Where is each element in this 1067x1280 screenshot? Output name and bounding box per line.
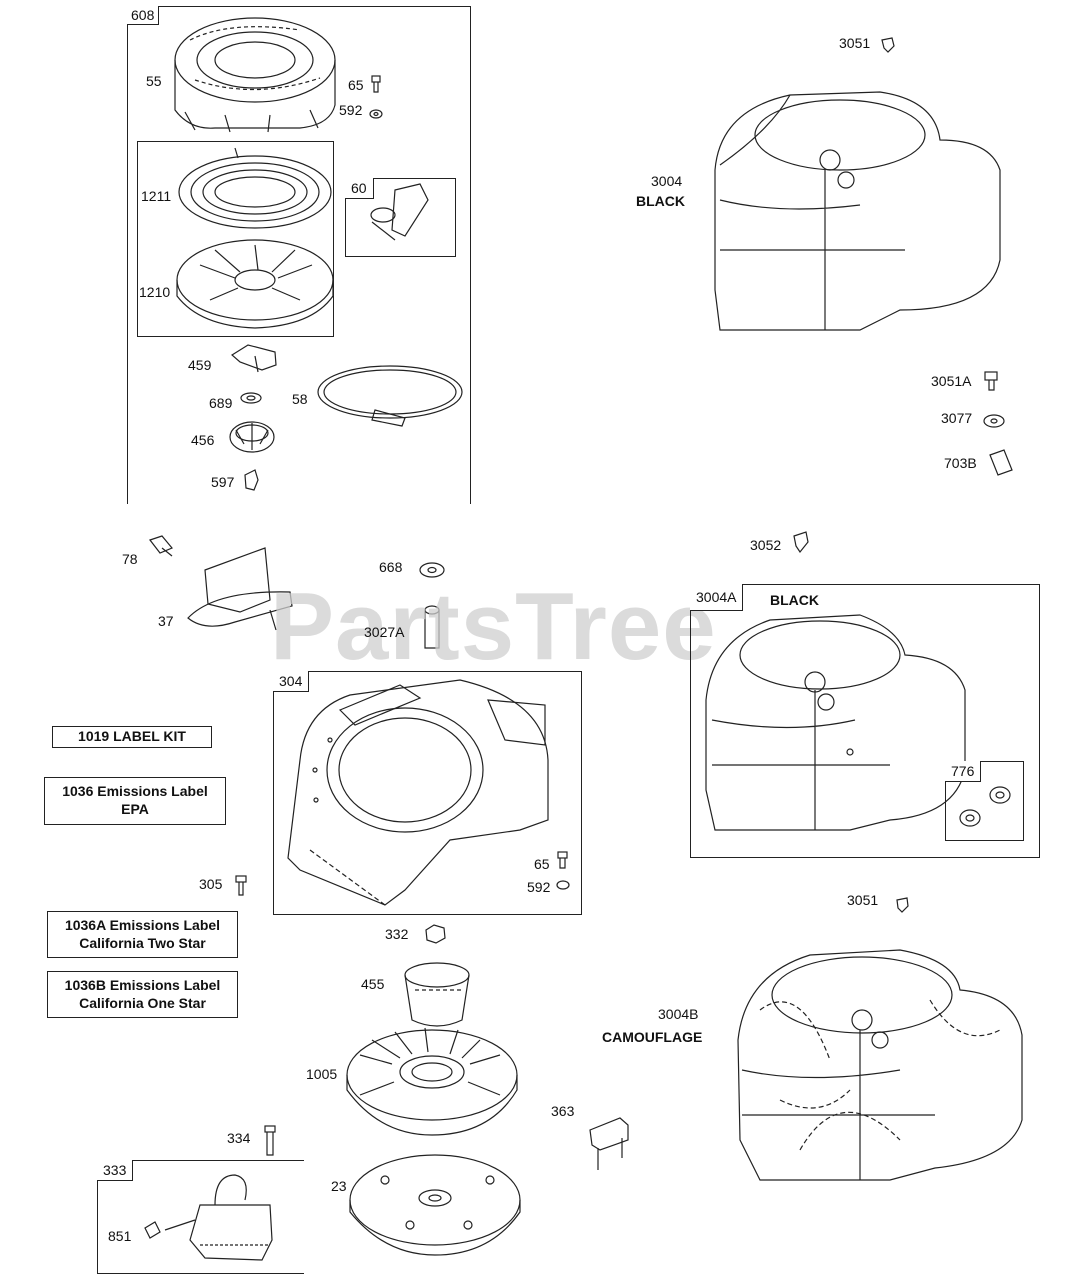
screw-3051-lower [896,897,909,913]
part-label-3004A[interactable]: 3004A [690,584,744,611]
group-box-333 [97,1160,304,1274]
part-label-3027A[interactable]: 3027A [364,624,405,640]
flywheel-23 [349,1154,521,1256]
part-label-3051-lower[interactable]: 3051 [847,892,879,908]
part-label-363[interactable]: 363 [551,1103,575,1119]
bracket-363 [589,1117,629,1170]
part-label-55[interactable]: 55 [146,73,162,89]
color-label-camouflage: CAMOUFLAGE [602,1029,703,1045]
rewind-housing-55 [174,17,336,133]
retainer-456 [229,421,275,453]
screw-597 [244,469,259,491]
kit-1036B-line1: 1036B Emissions Label [64,977,221,993]
part-label-455[interactable]: 455 [361,976,385,992]
part-label-1211[interactable]: 1211 [141,188,172,204]
part-label-592-top[interactable]: 592 [339,102,363,118]
kit-1036B-line2: California One Star [79,995,206,1011]
stud-3027A [424,605,440,649]
part-label-689[interactable]: 689 [209,395,233,411]
part-label-608[interactable]: 608 [127,6,160,25]
cover-3004 [714,91,1001,331]
part-label-459[interactable]: 459 [188,357,212,373]
color-label-black-3004A: BLACK [770,592,819,608]
cup-455 [404,962,470,1027]
part-label-592-lower[interactable]: 592 [527,879,551,895]
group-box-3004A [690,584,1040,858]
cover-3004A [705,614,966,831]
screw-3051A [984,371,998,391]
screw-334 [264,1125,276,1156]
starter-pulley-1210 [176,239,334,329]
kit-1036B-label[interactable]: 1036B Emissions Label California One Sta… [47,971,238,1018]
part-label-776[interactable]: 776 [945,761,982,782]
kit-1036A-line2: California Two Star [79,935,206,951]
kit-1036A-line1: 1036A Emissions Label [64,917,221,933]
part-label-23[interactable]: 23 [331,1178,347,1194]
flywheel-1005 [346,1027,518,1136]
part-label-58[interactable]: 58 [292,391,308,407]
washer-3077 [983,414,1005,428]
part-label-65-lower[interactable]: 65 [534,856,550,872]
part-label-703B[interactable]: 703B [944,455,977,471]
part-label-3051A[interactable]: 3051A [931,373,972,389]
part-label-851[interactable]: 851 [108,1228,132,1244]
watermark: PartsTree [270,573,717,680]
screw-3051-top [881,37,895,53]
part-label-60[interactable]: 60 [345,178,374,199]
cover-3004B [737,949,1023,1181]
kit-1019-text: 1019 LABEL KIT [78,728,186,744]
washer-689 [240,392,262,404]
blower-housing-304 [287,679,549,906]
group-box-60 [345,178,456,257]
part-label-65-top[interactable]: 65 [348,77,364,93]
part-label-37[interactable]: 37 [158,613,174,629]
nut-592-lower [556,880,570,890]
starter-rope-58 [317,365,463,427]
part-label-3051-top[interactable]: 3051 [839,35,871,51]
screw-78 [149,535,173,557]
kit-1036-line1: 1036 Emissions Label [62,783,208,799]
screw-65-lower [557,851,568,869]
nut-332 [425,924,446,944]
kit-1019-label[interactable]: 1019 LABEL KIT [52,726,212,748]
part-label-304[interactable]: 304 [273,671,310,692]
part-label-668[interactable]: 668 [379,559,403,575]
part-label-1210[interactable]: 1210 [139,284,171,300]
part-label-456[interactable]: 456 [191,432,215,448]
part-label-334[interactable]: 334 [227,1130,251,1146]
part-label-3004[interactable]: 3004 [651,173,683,189]
kit-1036A-label[interactable]: 1036A Emissions Label California Two Sta… [47,911,238,958]
air-guide-37 [187,547,293,631]
part-label-332[interactable]: 332 [385,926,409,942]
group-box-1211-1210 [137,141,334,337]
part-label-3052[interactable]: 3052 [750,537,782,553]
screw-305 [235,875,247,896]
ignition-armature-851 [144,1174,273,1261]
nut-703B [989,449,1013,476]
kit-1036-label[interactable]: 1036 Emissions Label EPA [44,777,226,825]
screw-3052 [793,531,809,554]
kit-1036-line2: EPA [121,801,149,817]
starter-dog-60 [370,183,429,241]
part-label-78[interactable]: 78 [122,551,138,567]
group-box-304 [273,671,582,915]
screw-65-top [371,75,381,93]
group-box-608 [127,6,471,504]
part-label-1005[interactable]: 1005 [306,1066,338,1082]
part-label-3004B[interactable]: 3004B [658,1006,699,1022]
dog-459 [230,344,277,373]
washer-668 [419,562,445,578]
part-label-597[interactable]: 597 [211,474,235,490]
group-box-776 [945,761,1024,841]
part-label-305[interactable]: 305 [199,876,223,892]
nut-592-top [369,109,383,119]
part-label-3077[interactable]: 3077 [941,410,973,426]
recoil-spring-1211 [178,147,332,229]
hardware-776 [959,786,1011,827]
color-label-black-3004: BLACK [636,193,685,209]
part-label-333[interactable]: 333 [97,1160,134,1181]
